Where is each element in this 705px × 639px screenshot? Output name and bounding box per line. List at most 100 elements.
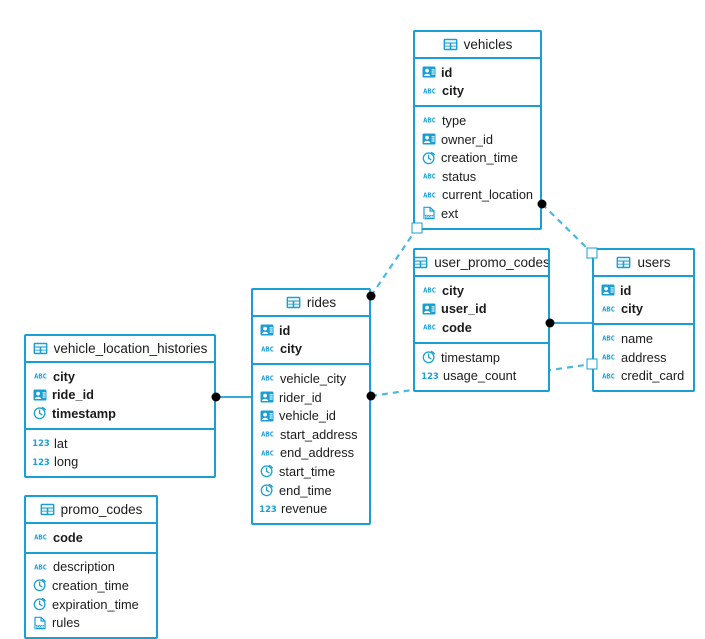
column-name: creation_time bbox=[441, 150, 518, 166]
primary-key-icon bbox=[601, 283, 615, 297]
column-name: rider_id bbox=[279, 389, 322, 405]
text-type-icon: ABC bbox=[601, 331, 616, 345]
svg-text:JSON: JSON bbox=[34, 625, 45, 629]
relationship-endpoint-dot bbox=[211, 392, 221, 402]
timestamp-type-icon bbox=[33, 578, 47, 592]
column-name: start_address bbox=[280, 426, 358, 442]
column-row[interactable]: user_id bbox=[415, 300, 548, 319]
number-type-icon: 123 bbox=[33, 436, 49, 450]
column-row[interactable]: creation_time bbox=[26, 576, 156, 595]
column-name: start_time bbox=[279, 463, 336, 479]
svg-text:ABC: ABC bbox=[261, 430, 274, 439]
column-name: status bbox=[442, 168, 477, 184]
column-name: long bbox=[54, 454, 79, 470]
primary-key-icon bbox=[260, 323, 274, 337]
text-type-icon: ABC bbox=[33, 530, 48, 544]
table-header-vehicle_location_histories: vehicle_location_histories bbox=[26, 336, 214, 363]
column-row[interactable]: vehicle_id bbox=[253, 406, 369, 425]
column-row[interactable]: ABC end_address bbox=[253, 444, 369, 463]
timestamp-type-icon bbox=[422, 350, 436, 364]
text-type-icon: ABC bbox=[33, 560, 48, 574]
column-row[interactable]: id bbox=[415, 63, 540, 82]
svg-text:ABC: ABC bbox=[423, 172, 436, 181]
table-title: vehicle_location_histories bbox=[53, 341, 208, 356]
column-row[interactable]: timestamp bbox=[415, 348, 548, 367]
table-header-promo_codes: promo_codes bbox=[26, 497, 156, 524]
column-name: id bbox=[620, 282, 632, 298]
relationship-endpoint-square bbox=[411, 222, 423, 234]
column-row[interactable]: id bbox=[594, 281, 693, 300]
column-name: id bbox=[279, 322, 291, 338]
column-name: description bbox=[53, 559, 115, 575]
column-row[interactable]: owner_id bbox=[415, 130, 540, 149]
svg-text:ABC: ABC bbox=[261, 344, 274, 353]
text-type-icon: ABC bbox=[33, 369, 48, 383]
relationship-endpoint-square bbox=[586, 247, 598, 259]
column-row[interactable]: expiration_time bbox=[26, 595, 156, 614]
table-title: vehicles bbox=[463, 37, 513, 52]
svg-text:ABC: ABC bbox=[34, 562, 47, 571]
column-row[interactable]: ABC city bbox=[415, 281, 548, 300]
timestamp-type-icon bbox=[260, 483, 274, 497]
column-row[interactable]: ABC start_address bbox=[253, 425, 369, 444]
column-row[interactable]: ABC status bbox=[415, 167, 540, 186]
primary-key-icon bbox=[422, 132, 436, 146]
column-row[interactable]: ABC description bbox=[26, 558, 156, 577]
json-type-icon: JSON bbox=[33, 616, 47, 630]
column-row[interactable]: ABC city bbox=[415, 82, 540, 101]
column-name: city bbox=[442, 83, 465, 99]
svg-text:ABC: ABC bbox=[423, 286, 436, 295]
column-row[interactable]: start_time bbox=[253, 462, 369, 481]
column-name: timestamp bbox=[441, 349, 501, 365]
relationship-vehicles-rides bbox=[370, 227, 418, 297]
column-row[interactable]: id bbox=[253, 321, 369, 340]
table-icon bbox=[443, 38, 458, 51]
column-row[interactable]: end_time bbox=[253, 481, 369, 500]
relationship-endpoint-dot bbox=[366, 391, 376, 401]
relationship-endpoint-dot bbox=[537, 199, 547, 209]
column-row[interactable]: rider_id bbox=[253, 388, 369, 407]
number-type-icon: 123 bbox=[260, 502, 276, 516]
column-row[interactable]: creation_time bbox=[415, 148, 540, 167]
column-name: end_address bbox=[280, 445, 354, 461]
svg-text:ABC: ABC bbox=[261, 374, 274, 383]
column-row[interactable]: ride_id bbox=[26, 386, 214, 405]
table-header-users: users bbox=[594, 250, 693, 277]
text-type-icon: ABC bbox=[422, 283, 437, 297]
column-name: current_location bbox=[442, 187, 534, 203]
svg-text:ABC: ABC bbox=[423, 86, 436, 95]
column-row[interactable]: timestamp bbox=[26, 404, 214, 423]
column-name: owner_id bbox=[441, 131, 493, 147]
svg-text:ABC: ABC bbox=[261, 448, 274, 457]
timestamp-type-icon bbox=[33, 597, 47, 611]
column-name: city bbox=[442, 282, 465, 298]
